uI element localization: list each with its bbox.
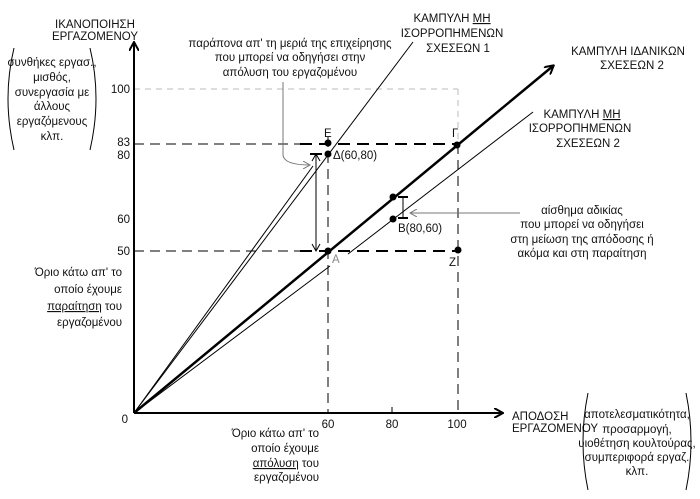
point-d [324, 150, 332, 158]
factor: συνθήκες εργασ., [7, 57, 96, 69]
curve-label-line: ΚΑΜΠΥΛΗ ΜΗ [543, 109, 620, 121]
y-tick: 0 [122, 414, 128, 426]
note-line: που μπορεί να οδηγήσει [520, 219, 644, 231]
point-e [324, 139, 332, 147]
note-line: εργαζομένου [57, 317, 122, 329]
resignation-limit-note: Όριο κάτω απ' το οποίο έχουμε παραίτηση … [34, 267, 122, 329]
unbalanced-curve-2 [133, 265, 331, 414]
y-ticks: 100 83 80 60 50 0 [111, 84, 130, 426]
note-line: Όριο κάτω απ' το [34, 267, 122, 279]
curve-2-label: ΚΑΜΠΥΛΗ ΜΗ ΙΣΟΡΡΟΠΗΜΕΝΩΝ ΣΧΕΣΕΩΝ 2 [529, 109, 632, 150]
point-g [453, 141, 461, 149]
unbalanced-curve-2-upper [347, 111, 534, 255]
curve-label-word: ΚΑΜΠΥΛΗ [543, 109, 599, 121]
x-tick: 80 [386, 419, 399, 431]
factor: άλλους [34, 101, 71, 113]
y-tick: 80 [117, 150, 130, 162]
note-line: ακόμα και στη παραίτηση [518, 248, 647, 260]
factor: υιοθέτηση κουλτούρας, [578, 438, 695, 450]
x-tick: 100 [447, 419, 466, 431]
factor: συμπεριφορά εργαζ. [585, 452, 690, 464]
note-line: που μπορεί να οδηγήσει στην [215, 52, 366, 64]
y-axis-title: ΙΚΑΝΟΠΟΙΗΣΗ ΕΡΓΑΖΟΜΕΝΟΥ [52, 19, 138, 43]
curve-label-line: ΚΑΜΠΥΛΗ ΜΗ [413, 13, 490, 25]
curve-1-label: ΚΑΜΠΥΛΗ ΜΗ ΙΣΟΡΡΟΠΗΜΕΝΩΝ ΣΧΕΣΕΩΝ 1 [401, 13, 504, 55]
label-d: Δ(60,80) [333, 150, 377, 162]
note-line: παραίτηση του [47, 301, 122, 313]
factor: συνεργασία με [15, 87, 89, 99]
note-word: του [299, 458, 319, 470]
x-axis-title-line: ΑΠΟΔΟΣΗ [512, 411, 568, 423]
note-line: απόλυση του εργαζομένου [223, 67, 357, 79]
curve-label-line: ΣΧΕΣΕΩΝ 1 [426, 43, 490, 55]
complaints-pointer [282, 82, 310, 165]
x-axis-title: ΑΠΟΔΟΣΗ ΕΡΓΑΖΟΜΕΝΟΥ [512, 411, 598, 435]
factor: προσαρμογή, [602, 424, 672, 436]
note-line: αίσθημα αδικίας [541, 205, 623, 217]
y-tick: 83 [117, 137, 130, 149]
y-axis-factors: συνθήκες εργασ., μισθός, συνεργασία με ά… [7, 47, 97, 151]
gap-arrow-injustice [398, 196, 408, 219]
factor: κλπ. [41, 131, 64, 143]
gap-arrow-dismissal [310, 152, 322, 253]
label-z: Ζ [449, 257, 456, 269]
note-word: του [102, 301, 122, 313]
left-paren [7, 47, 15, 151]
curve-label-line: ΣΧΕΣΕΩΝ 2 [600, 60, 664, 72]
x-tick: 60 [322, 419, 335, 431]
left-paren [582, 392, 589, 491]
y-axis-title-line: ΙΚΑΝΟΠΟΙΗΣΗ [55, 19, 135, 31]
curve-1-label-leader [133, 165, 314, 414]
curve-label-word: ΜΗ [603, 109, 621, 121]
curve-label-line: ΙΣΟΡΡΟΠΗΜΕΝΩΝ [401, 28, 504, 40]
guide-100 [134, 88, 459, 144]
note-line: οποίο έχουμε [54, 284, 122, 296]
curve-label-word: ΚΑΜΠΥΛΗ [413, 13, 469, 25]
point-b [389, 215, 397, 223]
curve-label-line: ΙΣΟΡΡΟΠΗΜΕΝΩΝ [529, 123, 632, 135]
right-paren [685, 392, 692, 491]
x-axis-title-line: ΕΡΓΑΖΟΜΕΝΟΥ [512, 423, 598, 435]
label-g: Γ [452, 128, 459, 140]
y-tick: 60 [117, 214, 130, 226]
point-a [324, 247, 332, 255]
label-e: Ε [324, 128, 332, 140]
right-paren [89, 47, 97, 151]
note-line: απόλυση του [253, 458, 319, 470]
point-z [454, 246, 462, 254]
label-b: Β(80,60) [398, 223, 442, 235]
ideal-curve [133, 66, 553, 414]
factor: κλπ. [626, 466, 649, 478]
y-axis-title-line: ΕΡΓΑΖΟΜΕΝΟΥ [52, 31, 138, 43]
note-line: στη μείωση της απόδοσης ή [510, 234, 653, 246]
dismissal-limit-note: Όριο κάτω απ' το οποίο έχουμε απόλυση το… [231, 428, 319, 484]
injustice-note: αίσθημα αδικίας που μπορεί να οδηγήσει σ… [510, 205, 653, 260]
y-tick: 100 [111, 84, 130, 96]
y-tick: 50 [117, 246, 130, 258]
note-line: εργαζομένου [254, 472, 319, 484]
curve-label-line: ΚΑΜΠΥΛΗ ΙΔΑΝΙΚΩΝ [571, 46, 685, 58]
curve-label-line: ΣΧΕΣΕΩΝ 2 [556, 138, 620, 150]
note-line: Όριο κάτω απ' το [231, 428, 319, 440]
factor: εργαζόμενους [17, 116, 88, 128]
points [324, 139, 462, 255]
note-word: παραίτηση [47, 301, 102, 313]
company-complaints-note: παράπονα απ' τη μεριά της επιχείρησης πο… [188, 38, 392, 79]
point-ideal-80 [389, 193, 397, 201]
unbalanced-curve-1 [133, 41, 414, 414]
factor: μισθός, [33, 72, 71, 84]
ideal-curve-label: ΚΑΜΠΥΛΗ ΙΔΑΝΙΚΩΝ ΣΧΕΣΕΩΝ 2 [571, 46, 685, 72]
label-a: Α [332, 254, 340, 266]
factor: αποτελεσματικότητα, [584, 409, 690, 421]
note-line: παράπονα απ' τη μεριά της επιχείρησης [188, 38, 392, 50]
curve-label-word: ΜΗ [473, 13, 491, 25]
x-ticks: 60 80 100 [322, 419, 467, 431]
note-word: απόλυση [253, 458, 299, 470]
note-line: οποίο έχουμε [251, 443, 319, 455]
x-axis-factors: αποτελεσματικότητα, προσαρμογή, υιοθέτησ… [578, 392, 696, 491]
